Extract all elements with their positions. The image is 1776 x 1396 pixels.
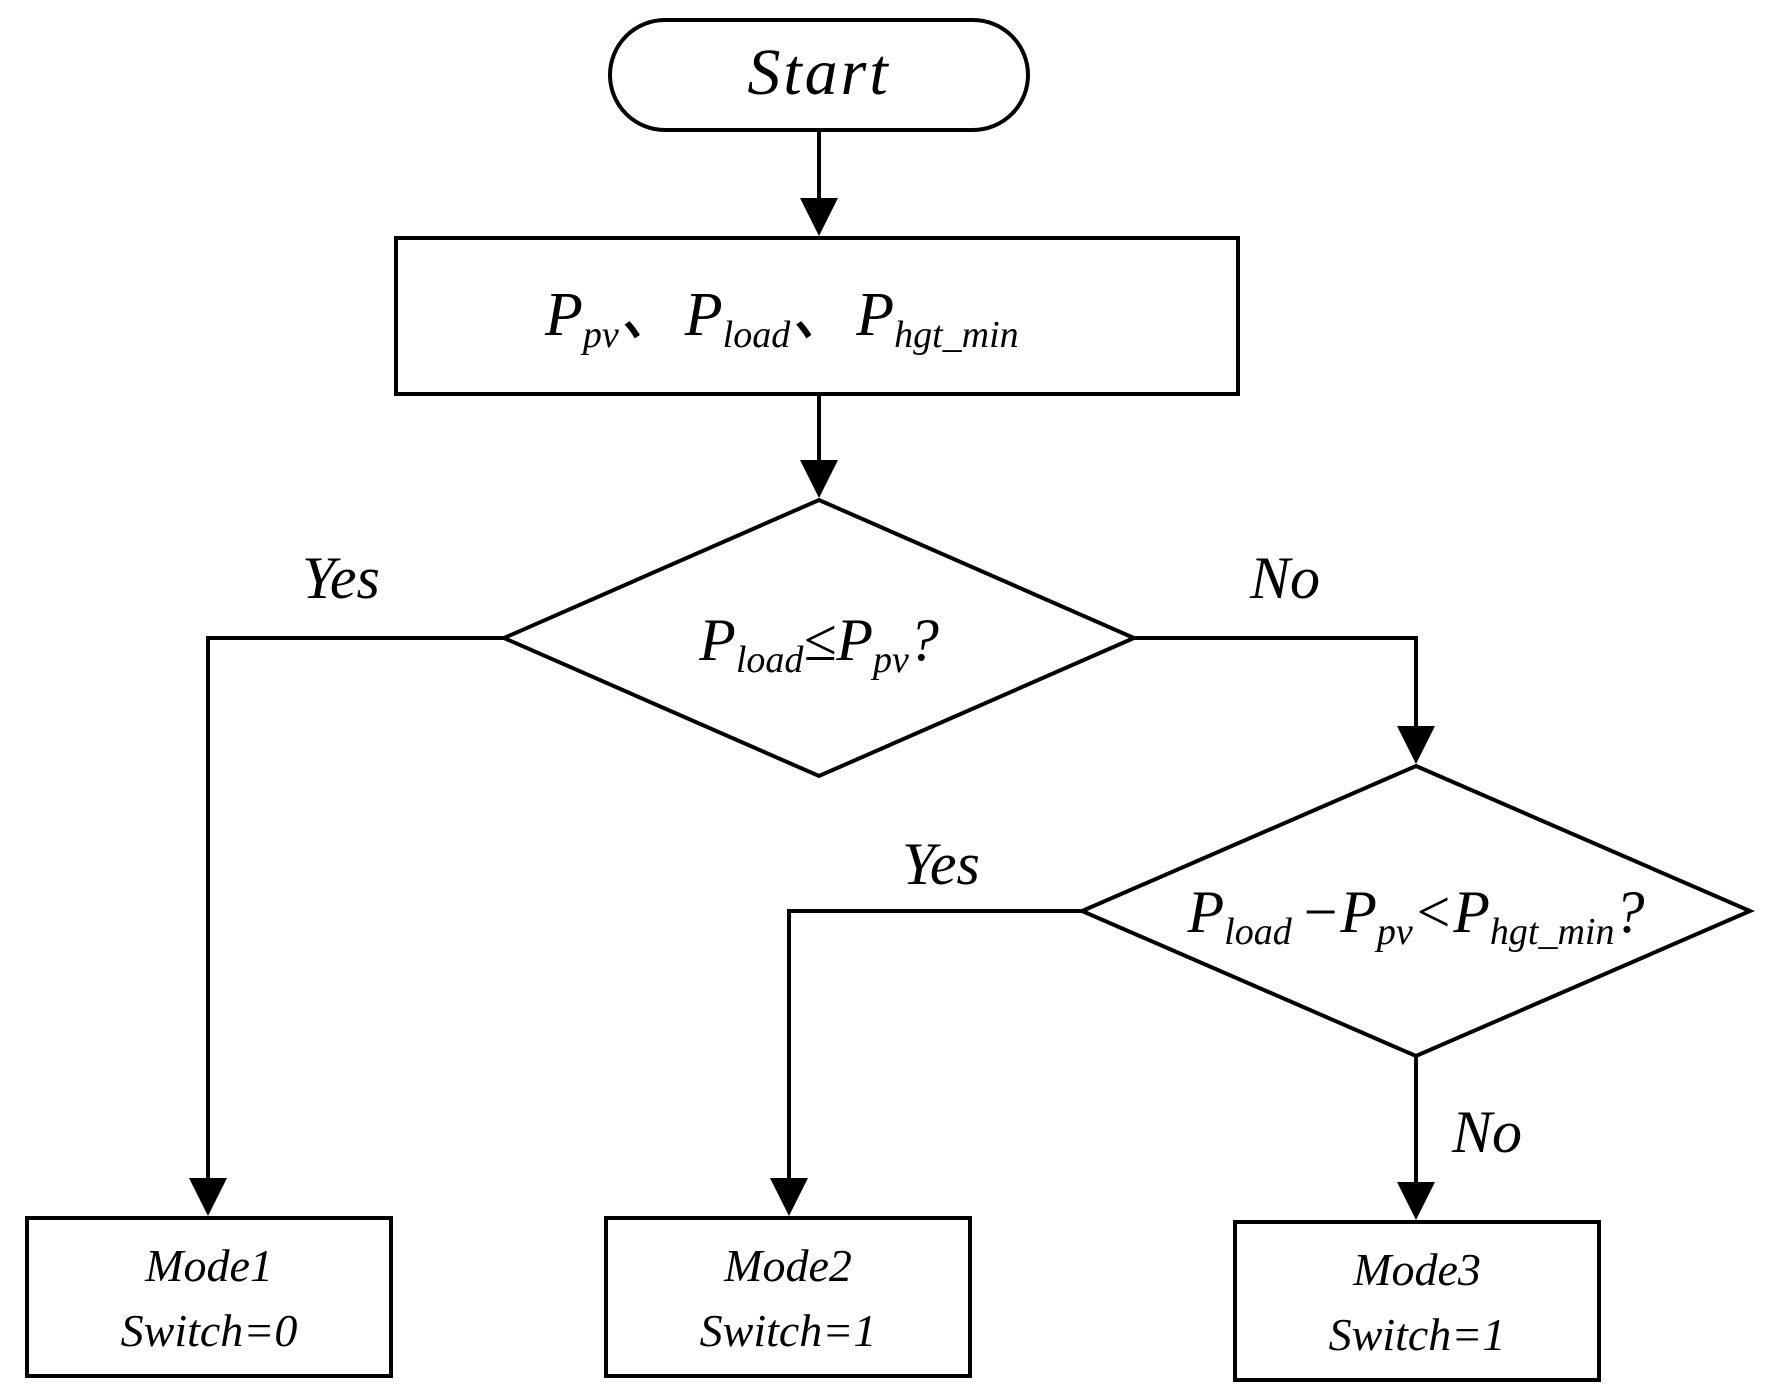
arrow-decision1-yes bbox=[189, 636, 504, 1216]
start-label: Start bbox=[747, 36, 890, 109]
arrow-decision2-yes bbox=[770, 909, 1082, 1216]
decision2-label: Pload−Ppv<Phgt_min? bbox=[1187, 879, 1645, 953]
decision1-node: Pload≤Ppv? bbox=[499, 497, 1139, 779]
mode3-name: Mode3 bbox=[1352, 1244, 1481, 1295]
mode2-switch: Switch=1 bbox=[700, 1305, 877, 1356]
decision1-no-label: No bbox=[1249, 545, 1320, 611]
decision2-node: Pload−Ppv<Phgt_min? bbox=[1076, 763, 1756, 1059]
arrow-decision2-no bbox=[1397, 1056, 1435, 1220]
mode2-node: Mode2 Switch=1 bbox=[604, 1216, 972, 1378]
mode1-switch: Switch=0 bbox=[121, 1305, 298, 1356]
arrow-decision1-no bbox=[1134, 636, 1435, 764]
mode3-node: Mode3 Switch=1 bbox=[1233, 1220, 1601, 1382]
mode2-name: Mode2 bbox=[723, 1240, 852, 1291]
decision1-label: Pload≤Ppv? bbox=[698, 607, 939, 681]
start-node: Start bbox=[608, 18, 1030, 132]
inputs-label: Ppv、Pload、Phgt_min bbox=[544, 281, 1019, 356]
decision2-yes-label: Yes bbox=[902, 831, 980, 897]
decision2-no-label: No bbox=[1451, 1099, 1522, 1165]
inputs-node: Ppv、Pload、Phgt_min bbox=[394, 236, 1240, 396]
decision1-yes-label: Yes bbox=[302, 545, 380, 611]
mode1-node: Mode1 Switch=0 bbox=[25, 1216, 393, 1378]
mode1-name: Mode1 bbox=[144, 1240, 273, 1291]
arrow-inputs-to-decision1 bbox=[800, 394, 838, 498]
mode3-switch: Switch=1 bbox=[1329, 1309, 1506, 1360]
arrow-start-to-inputs bbox=[800, 130, 838, 236]
